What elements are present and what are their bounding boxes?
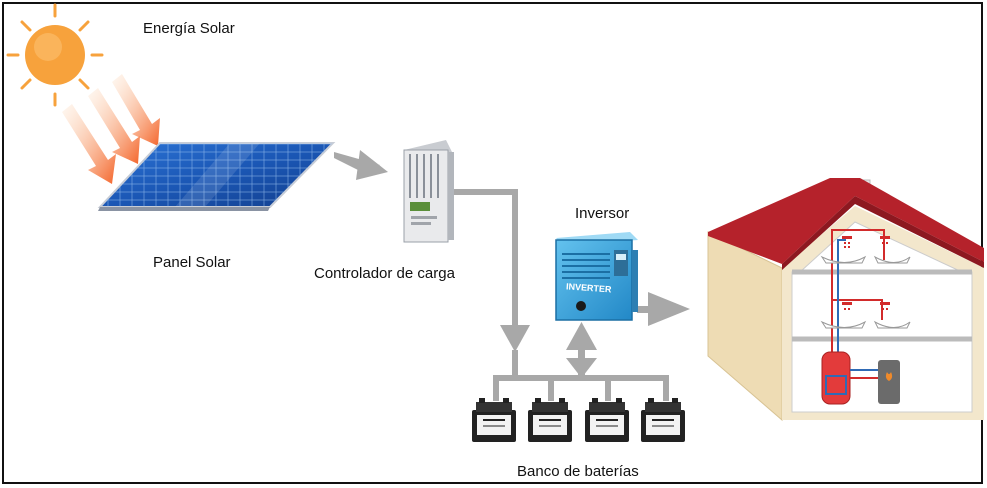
house	[707, 178, 984, 422]
arrow-inverter-to-house	[648, 292, 690, 326]
controller-label: Controlador de carga	[314, 265, 455, 282]
charge-controller-device	[403, 140, 454, 243]
battery-icon	[641, 398, 685, 442]
flow-lines	[334, 150, 690, 401]
arrow-controller-to-batteries	[500, 325, 530, 352]
sun-rays	[62, 74, 160, 184]
panel-label: Panel Solar	[153, 254, 231, 271]
batteries-label: Banco de baterías	[517, 463, 639, 480]
battery-icon	[528, 398, 572, 442]
sun-icon	[6, 3, 104, 107]
arrow-batteries-to-inverter	[566, 322, 597, 350]
inverter-plate-text: INVERTER	[566, 281, 613, 294]
solar-panel	[97, 142, 336, 211]
battery-icon	[472, 398, 516, 442]
sun-label: Energía Solar	[143, 20, 235, 37]
battery-icon	[585, 398, 629, 442]
inverter-label: Inversor	[575, 205, 630, 222]
arrow-inverter-to-batteries	[566, 358, 597, 378]
roof	[708, 178, 984, 264]
inverter-device	[555, 232, 638, 321]
